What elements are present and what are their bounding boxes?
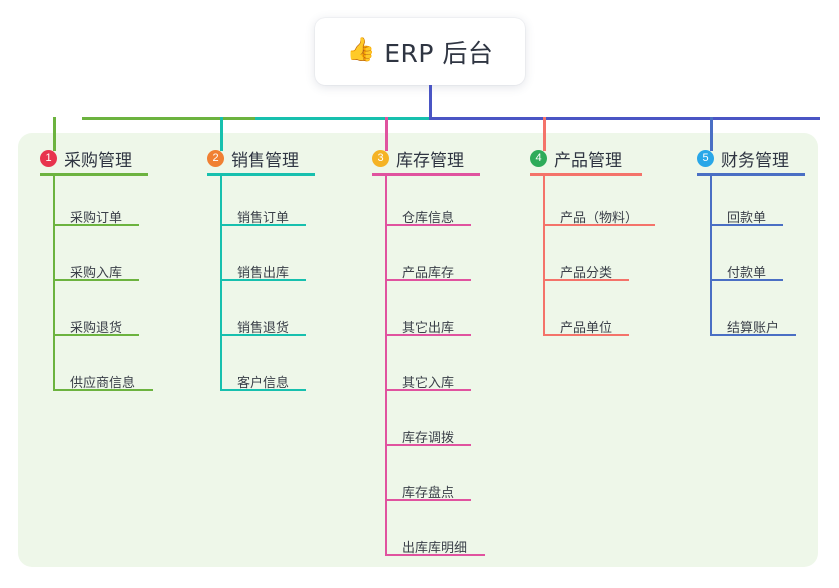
drop-connector-4 (543, 117, 546, 151)
leaf-underline (710, 279, 783, 281)
branch-underline-4 (530, 173, 642, 176)
leaf-underline (543, 224, 655, 226)
leaf-item[interactable]: 销售退货 (237, 321, 290, 336)
branch-spine-1 (53, 176, 55, 389)
branch-spine-4 (543, 176, 545, 334)
leaf-item[interactable]: 库存盘点 (402, 486, 455, 501)
leaf-underline (220, 279, 306, 281)
leaf-item[interactable]: 产品分类 (560, 266, 613, 281)
leaf-underline (710, 334, 796, 336)
branch-underline-3 (372, 173, 480, 176)
branch-title-2: 销售管理 (231, 151, 299, 171)
branch-title-4: 产品管理 (554, 151, 622, 171)
branch-header-5[interactable]: 5 财务管理 (697, 146, 789, 171)
branch-spine-3 (385, 176, 387, 554)
drop-connector-5 (710, 117, 713, 151)
branch-header-3[interactable]: 3 库存管理 (372, 146, 464, 171)
leaf-item[interactable]: 采购订单 (70, 211, 123, 226)
root-node[interactable]: 👍 ERP 后台 (315, 18, 525, 85)
leaf-item[interactable]: 回款单 (727, 211, 767, 226)
branch-badge-4: 4 (530, 150, 547, 167)
branch-header-1[interactable]: 1 采购管理 (40, 146, 132, 171)
leaf-underline (385, 499, 471, 501)
bus-connector-left (82, 117, 257, 120)
leaf-underline (53, 279, 139, 281)
bus-connector-middle (255, 117, 431, 120)
leaf-underline (385, 224, 471, 226)
branch-badge-3: 3 (372, 150, 389, 167)
branch-header-4[interactable]: 4 产品管理 (530, 146, 622, 171)
bus-connector-right (429, 117, 820, 120)
leaf-item[interactable]: 其它入库 (402, 376, 455, 391)
leaf-underline (385, 554, 485, 556)
leaf-underline (220, 224, 306, 226)
branch-spine-2 (220, 176, 222, 389)
root-stem-connector (429, 85, 432, 120)
leaf-item[interactable]: 销售出库 (237, 266, 290, 281)
leaf-underline (220, 389, 306, 391)
leaf-underline (53, 224, 139, 226)
leaf-item[interactable]: 产品（物料） (560, 211, 639, 226)
leaf-item[interactable]: 供应商信息 (70, 376, 136, 391)
leaf-underline (385, 334, 471, 336)
leaf-item[interactable]: 付款单 (727, 266, 767, 281)
branches-panel (18, 133, 818, 567)
leaf-underline (385, 279, 471, 281)
branch-underline-5 (697, 173, 805, 176)
branch-badge-2: 2 (207, 150, 224, 167)
leaf-item[interactable]: 采购退货 (70, 321, 123, 336)
leaf-item[interactable]: 仓库信息 (402, 211, 455, 226)
leaf-underline (543, 279, 629, 281)
leaf-underline (543, 334, 629, 336)
thumbs-up-icon: 👍 (346, 37, 376, 63)
branch-title-5: 财务管理 (721, 151, 789, 171)
branch-header-2[interactable]: 2 销售管理 (207, 146, 299, 171)
branch-underline-2 (207, 173, 315, 176)
branch-spine-5 (710, 176, 712, 334)
drop-connector-3 (385, 117, 388, 151)
leaf-item[interactable]: 采购入库 (70, 266, 123, 281)
root-node-label: ERP 后台 (384, 38, 494, 68)
drop-connector-2 (220, 117, 223, 151)
leaf-item[interactable]: 出库库明细 (402, 541, 468, 556)
leaf-underline (53, 389, 153, 391)
leaf-item[interactable]: 销售订单 (237, 211, 290, 226)
branch-underline-1 (40, 173, 148, 176)
leaf-item[interactable]: 其它出库 (402, 321, 455, 336)
leaf-underline (53, 334, 139, 336)
leaf-underline (220, 334, 306, 336)
branch-badge-1: 1 (40, 150, 57, 167)
branch-title-1: 采购管理 (64, 151, 132, 171)
leaf-item[interactable]: 结算账户 (727, 321, 780, 336)
branch-badge-5: 5 (697, 150, 714, 167)
leaf-item[interactable]: 产品库存 (402, 266, 455, 281)
leaf-underline (710, 224, 783, 226)
leaf-underline (385, 444, 471, 446)
leaf-item[interactable]: 产品单位 (560, 321, 613, 336)
leaf-item[interactable]: 库存调拨 (402, 431, 455, 446)
drop-connector-1 (53, 117, 56, 151)
leaf-item[interactable]: 客户信息 (237, 376, 290, 391)
branch-title-3: 库存管理 (396, 151, 464, 171)
leaf-underline (385, 389, 471, 391)
